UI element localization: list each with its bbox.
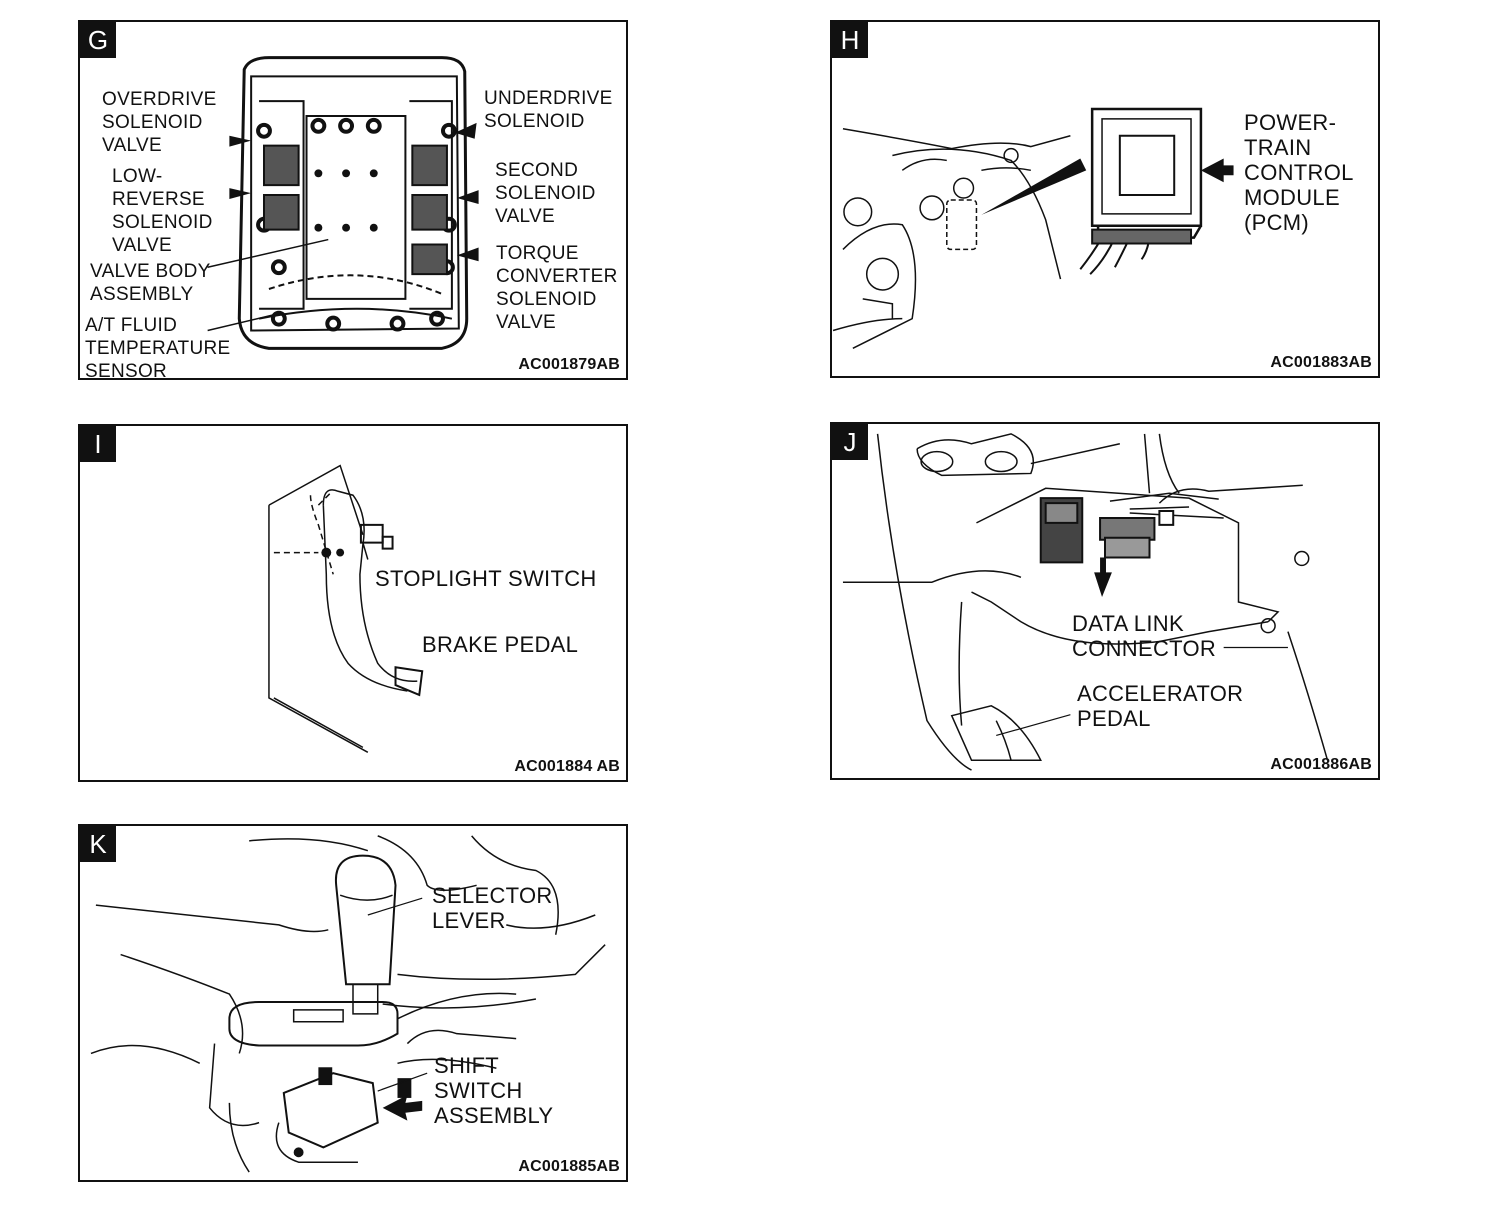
label-overdrive-solenoid: OVERDRIVE SOLENOID VALVE [102, 89, 217, 156]
selector-lever-illustration [80, 826, 626, 1180]
label-fluid-temperature-sensor: A/T FLUID TEMPERATURE SENSOR [85, 315, 231, 380]
label-selector-lever: SELECTOR LEVER [432, 883, 553, 933]
figure-code: AC001885AB [518, 1158, 620, 1175]
pcm-location-illustration [832, 22, 1234, 376]
label-valve-body-assembly: VALVE BODY ASSEMBLY [90, 261, 211, 305]
panel-letter: K [80, 826, 116, 862]
figure-code: AC001879AB [518, 356, 620, 373]
label-second-solenoid: SECOND SOLENOID VALVE [495, 160, 596, 227]
label-brake-pedal: BRAKE PEDAL [422, 632, 579, 657]
panel-k-shift-switch: K [78, 824, 628, 1182]
figure-code: AC001883AB [1270, 354, 1372, 371]
label-low-reverse-solenoid: LOW- REVERSE SOLENOID VALVE [112, 166, 213, 256]
panel-letter: I [80, 426, 116, 462]
label-stoplight-switch: STOPLIGHT SWITCH [375, 566, 597, 591]
panel-i-stoplight-switch: I STOPLIGHT SWITCH BRAKE PEDAL AC00 [78, 424, 628, 782]
label-powertrain-control-module: POWER- TRAIN CONTROL MODULE (PCM) [1244, 110, 1354, 235]
valve-body-illustration [80, 22, 479, 378]
panel-letter: H [832, 22, 868, 58]
figure-code: AC001886AB [1270, 756, 1372, 773]
data-link-connector-illustration [832, 424, 1378, 778]
label-accelerator-pedal: ACCELERATOR PEDAL [1077, 681, 1244, 731]
panel-letter: G [80, 22, 116, 58]
label-shift-switch-assembly: SHIFT SWITCH ASSEMBLY [434, 1053, 554, 1128]
panel-letter: J [832, 424, 868, 460]
label-underdrive-solenoid: UNDERDRIVE SOLENOID [484, 88, 613, 132]
panel-j-data-link-connector: J [830, 422, 1380, 780]
brake-pedal-illustration [80, 426, 626, 780]
label-torque-converter-solenoid: TORQUE CONVERTER SOLENOID VALVE [496, 243, 618, 333]
panel-h-pcm: H [830, 20, 1380, 378]
label-data-link-connector: DATA LINK CONNECTOR [1072, 611, 1217, 661]
figure-code: AC001884 AB [514, 758, 620, 775]
panel-g-valve-body: G [78, 20, 628, 380]
